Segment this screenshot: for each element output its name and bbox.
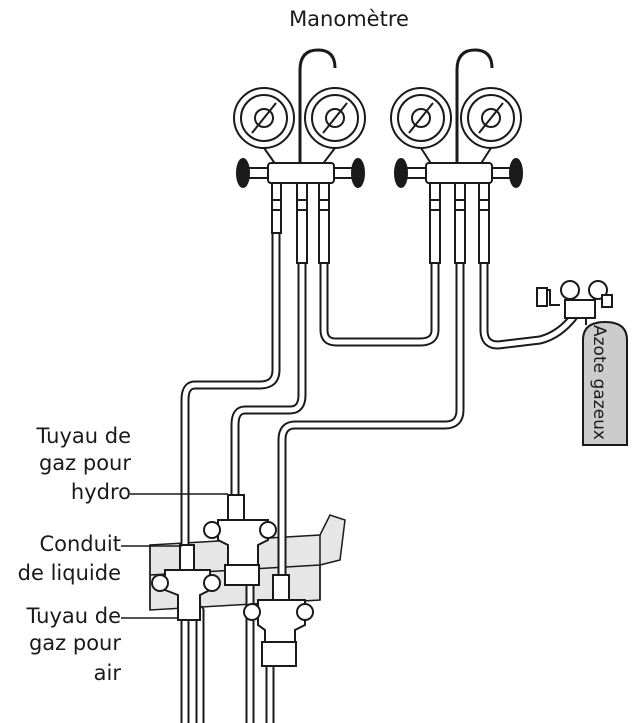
liquide-label-line1: Conduit xyxy=(39,532,121,556)
service-valve-liquid xyxy=(151,544,221,621)
hydro-label-line1: Tuyau de xyxy=(36,424,131,448)
hoses xyxy=(180,225,580,723)
hand-wheel-valve-icon xyxy=(394,158,427,188)
air-label-line2: gaz pour xyxy=(29,631,121,655)
hand-wheel-valve-icon xyxy=(333,158,365,188)
manifold-right xyxy=(390,48,523,264)
hydro-label-line3: hydro xyxy=(71,480,131,504)
hand-wheel-valve-icon xyxy=(491,158,523,188)
leader-lines xyxy=(121,493,228,619)
manifold-left xyxy=(233,48,366,264)
nitrogen-cylinder-icon xyxy=(536,280,628,446)
pressure-gauge-icon xyxy=(390,87,452,149)
hydro-label-line2: gaz pour xyxy=(39,451,131,475)
air-label-line1: Tuyau de xyxy=(26,604,121,628)
service-valve-hydro xyxy=(203,494,277,586)
air-label-line3: air xyxy=(94,661,122,685)
service-valve-air xyxy=(243,574,314,667)
pressure-gauge-icon xyxy=(233,87,295,149)
azote-gazeux-label: Azote gazeux xyxy=(589,325,609,440)
hand-wheel-valve-icon xyxy=(236,158,269,188)
liquide-label-line2: de liquide xyxy=(18,561,121,585)
pressure-gauge-icon xyxy=(460,87,522,149)
pressure-gauge-icon xyxy=(304,87,366,149)
manometre-label: Manomètre xyxy=(289,7,409,31)
